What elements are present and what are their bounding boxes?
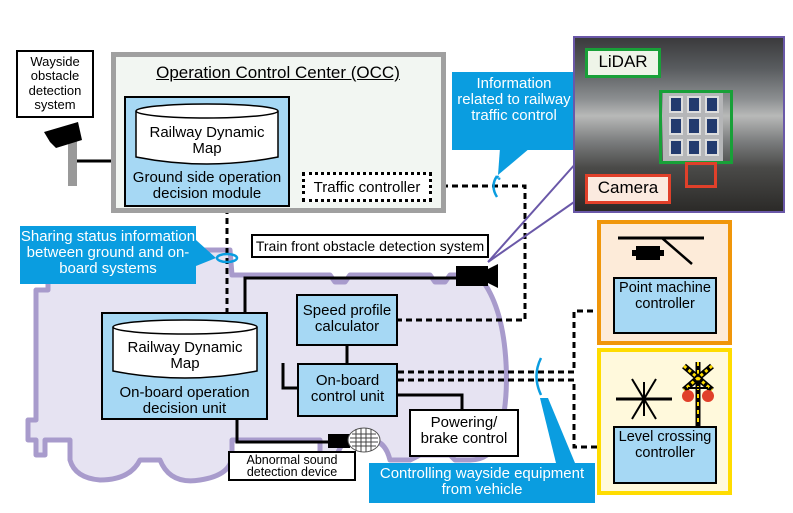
- wireless-icon-sharing: [215, 252, 239, 264]
- ground-rdm-label: Railway Dynamic Map: [149, 124, 265, 157]
- wayside-camera-icon: [44, 122, 82, 148]
- point-machine-controller: Point machine controller: [613, 277, 717, 334]
- level-crossing-controller: Level crossing controller: [613, 426, 717, 484]
- onboard-rdm-cylinder: [112, 319, 258, 379]
- front-detection-label-box: Train front obstacle detection system: [251, 234, 489, 258]
- ground-module-label: Ground side operation decision module: [132, 169, 282, 203]
- wayside-detection-label-box: Wayside obstacle detection system: [16, 50, 94, 118]
- lidar-highlight-box: [659, 90, 733, 164]
- level-crossing-icon: [616, 362, 714, 429]
- lidar-label-box: LiDAR: [585, 48, 661, 78]
- speed-profile-calculator: Speed profile calculator: [296, 294, 398, 346]
- ground-rdm-cylinder: [135, 103, 279, 165]
- callout-sharing-status: Sharing status information between groun…: [20, 226, 196, 284]
- camera-label-box: Camera: [585, 174, 671, 204]
- front-camera-icon: [456, 266, 488, 286]
- occ-title: Operation Control Center (OCC): [156, 63, 400, 82]
- wireless-icon-wayside: [535, 357, 543, 396]
- abnormal-sound-label-box: Abnormal sound detection device: [228, 451, 356, 481]
- onboard-decision-label: On-board operation decision unit: [119, 384, 250, 418]
- callout-traffic-info: Information related to railway traffic c…: [452, 72, 576, 150]
- microphone-icon: [328, 434, 350, 448]
- onboard-control-unit: On-board control unit: [297, 363, 398, 417]
- wayside-detection-label: Wayside obstacle detection system: [28, 54, 82, 112]
- traffic-controller: Traffic controller: [302, 172, 432, 202]
- callout-controlling-wayside: Controlling wayside equipment from vehic…: [369, 463, 595, 503]
- powering-brake-control: Powering/ brake control: [409, 409, 519, 457]
- point-machine-icon: [618, 236, 704, 265]
- camera-highlight-box: [685, 162, 717, 188]
- wayside-camera-pole: [68, 140, 77, 186]
- wireless-icon-traffic: [492, 175, 499, 198]
- lidar-grid: [669, 96, 719, 156]
- sensor-photo: LiDAR Camera: [573, 36, 785, 213]
- onboard-rdm-label: Railway Dynamic Map: [127, 339, 243, 372]
